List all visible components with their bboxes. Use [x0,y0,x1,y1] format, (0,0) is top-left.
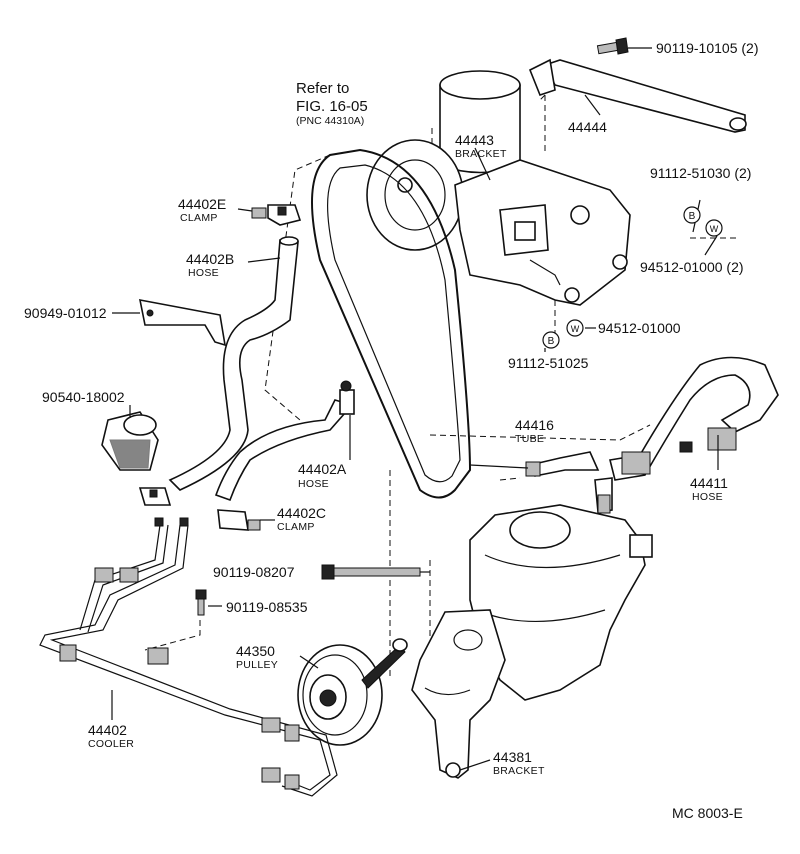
label-44402: 44402 [88,722,127,738]
bolt-90119-10105 [596,37,629,55]
label-44443: 44443 [455,132,494,148]
footer-code: MC 8003-E [672,805,743,821]
label-44402B: 44402B [186,251,234,267]
pulley-bracket-44381 [411,609,506,779]
label-44381-sub: BRACKET [493,765,545,777]
hose-44402A [214,380,355,502]
hose-44402B [168,236,299,491]
label-44411: 44411 [690,475,728,491]
clamp-44402E [251,204,302,226]
label-94512-01000: 94512-01000 [598,320,681,336]
hose-clamps-lower [138,487,261,531]
label-44402E: 44402E [178,196,226,212]
drive-belt [311,148,472,499]
label-94512-01000-2: 94512-01000 (2) [640,259,744,275]
marker-b-lower: B [542,331,560,349]
refer-line3: (PNC 44310A) [296,115,364,127]
label-90949-01012: 90949-01012 [24,305,107,321]
hose-bracket-90949-01012 [138,298,227,347]
refer-line1: Refer to [296,80,349,97]
svg-text:B: B [548,336,555,347]
label-90119-10105: 90119-10105 (2) [656,40,758,56]
label-44402C: 44402C [277,505,326,521]
stay-bar-44444 [528,58,747,133]
label-44402B-sub: HOSE [188,267,219,279]
hose-44411 [609,356,779,481]
label-44444: 44444 [568,119,607,135]
refer-line2: FIG. 16-05 [296,98,368,115]
label-44443-sub: BRACKET [455,148,507,160]
leader-lines [111,47,719,771]
label-44402-sub: COOLER [88,738,134,750]
bolt-90119-08207 [321,564,421,580]
svg-text:B: B [689,211,696,222]
cushion-90540-18002 [101,411,159,471]
label-91112-51025: 91112-51025 [508,355,589,371]
bolt-90119-08535 [195,589,207,616]
part-labels: Refer to FIG. 16-05 (PNC 44310A) 90119-1… [24,40,758,821]
label-90119-08535: 90119-08535 [226,599,308,615]
label-90540-18002: 90540-18002 [42,389,125,405]
svg-text:W: W [571,324,580,334]
label-90119-08207: 90119-08207 [213,564,295,580]
label-44402E-sub: CLAMP [180,212,218,224]
label-44402A: 44402A [298,461,347,477]
label-44416-sub: TUBE [515,433,544,445]
marker-w-upper: W [705,219,723,237]
svg-text:W: W [710,224,719,234]
label-44411-sub: HOSE [692,491,723,503]
label-44402A-sub: HOSE [298,478,329,490]
pulley-44350 [297,638,408,746]
label-44416: 44416 [515,417,554,433]
label-44381: 44381 [493,749,532,765]
tube-44416 [525,451,613,514]
pump-bracket-44443 [397,159,631,306]
label-44350: 44350 [236,643,275,659]
cooler-44402 [39,517,338,797]
marker-w-lower: W [566,319,584,337]
marker-b-upper: B [683,206,701,224]
label-91112-51030: 91112-51030 (2) [650,165,751,181]
label-44402C-sub: CLAMP [277,521,315,533]
label-44350-sub: PULLEY [236,659,278,671]
